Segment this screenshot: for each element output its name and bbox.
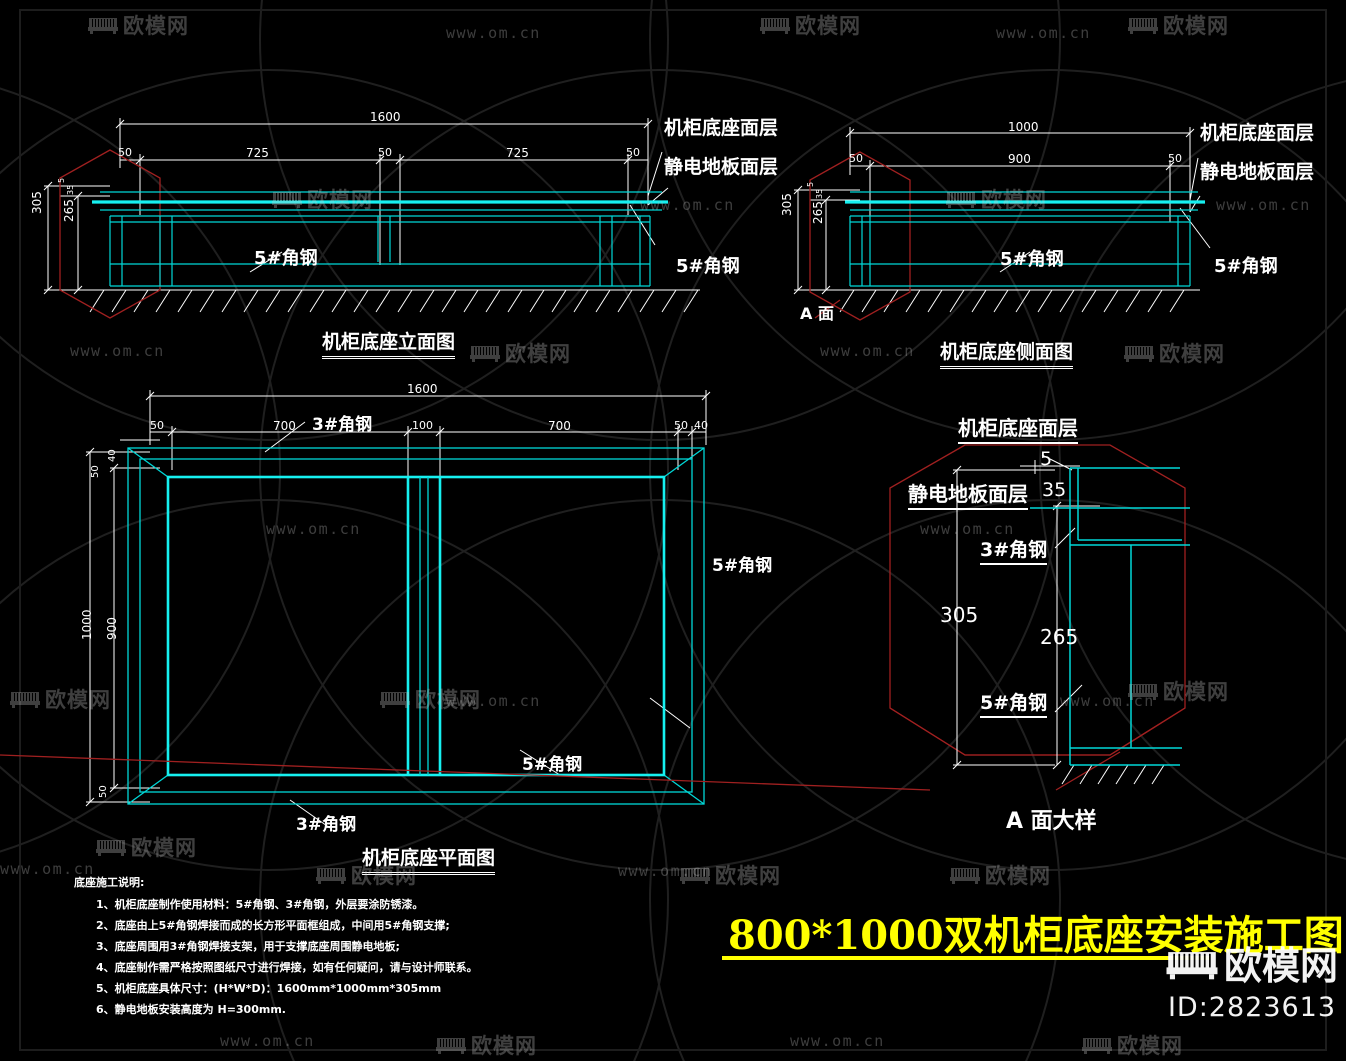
section-marker-a [59, 149, 161, 319]
note-item-2: 2、底座由上5#角钢焊接而成的长方形平面框组成，中间用5#角钢支撑; [96, 919, 450, 932]
elevation-label-angle-steel-5-left: 5#角钢 [254, 248, 318, 269]
elevation-dim-50-b: 50 [378, 146, 392, 159]
detail-dim-5: 5 [1040, 448, 1053, 470]
plan-dim-700-a: 700 [273, 419, 296, 433]
watermark-main-text: 欧模网 [1223, 944, 1338, 988]
side-label-angle-steel-5-right: 5#角钢 [1214, 256, 1278, 277]
drawing-main-title: 800*1000双机柜底座安装施工图 [728, 912, 1344, 959]
plan-view-title: 机柜底座平面图 [362, 843, 496, 875]
note-item-4: 4、底座制作需严格按照图纸尺寸进行焊接，如有任何疑问，请与设计师联系。 [96, 961, 478, 974]
elevation-label-raised-floor-surface: 静电地板面层 [664, 156, 779, 178]
side-view-title: 机柜底座侧面图 [940, 337, 1074, 369]
detail-outline-hexagon [0, 444, 1186, 791]
detail-dim-305: 305 [940, 603, 979, 627]
side-label-cabinet-base-surface: 机柜底座面层 [1200, 122, 1315, 144]
plan-label-angle-steel-5-right: 5#角钢 [712, 556, 773, 576]
note-item-1: 1、机柜底座制作使用材料：5#角钢、3#角钢，外层要涂防锈漆。 [96, 898, 424, 911]
plan-dim-1600: 1600 [407, 382, 438, 396]
side-label-raised-floor-surface: 静电地板面层 [1200, 161, 1315, 183]
detail-label-angle-steel-5: 5#角钢 [980, 688, 1048, 718]
elevation-label-cabinet-base-surface: 机柜底座面层 [664, 117, 779, 139]
note-item-5: 5、机柜底座具体尺寸：(H*W*D)：1600mm*1000mm*305mm [96, 982, 442, 995]
detail-dim-35: 35 [1042, 479, 1067, 501]
side-dim-50-a: 50 [849, 152, 863, 165]
detail-label-angle-steel-3: 3#角钢 [980, 535, 1048, 565]
detail-view-title: A 面大样 [1006, 809, 1097, 834]
elevation-dim-725-a: 725 [246, 146, 269, 160]
section-marker-a-side [809, 151, 911, 321]
side-dim-1000: 1000 [1008, 120, 1039, 134]
elevation-dim-1600: 1600 [370, 110, 401, 124]
plan-label-angle-steel-3-top: 3#角钢 [312, 415, 373, 435]
plan-dim-40-top: 40 [694, 419, 708, 432]
plan-dim-50-a: 50 [150, 419, 164, 432]
side-dim-900: 900 [1008, 152, 1031, 166]
elevation-view-title: 机柜底座立面图 [322, 327, 456, 359]
elevation-dim-50-a: 50 [118, 146, 132, 159]
side-label-angle-steel-5-center: 5#角钢 [1000, 249, 1064, 270]
elevation-dim-725-b: 725 [506, 146, 529, 160]
note-item-3: 3、底座周围用3#角钢焊接支架，用于支撑底座周围静电地板; [96, 940, 400, 953]
detail-label-raised-floor-surface: 静电地板面层 [908, 478, 1028, 510]
plan-dim-50-b: 50 [674, 419, 688, 432]
elevation-label-angle-steel-5-right: 5#角钢 [676, 256, 740, 277]
side-dim-50-b: 50 [1168, 152, 1182, 165]
detail-label-cabinet-base-surface: 机柜底座面层 [958, 412, 1078, 444]
watermark-main-logo: 欧模网 ID:2823613 [1166, 935, 1338, 1023]
elevation-dim-50-c: 50 [626, 146, 640, 159]
detail-dim-265: 265 [1040, 625, 1079, 649]
plan-label-angle-steel-3-bottom: 3#角钢 [296, 815, 357, 835]
plan-dim-700-b: 700 [548, 419, 571, 433]
sofa-icon [1166, 946, 1218, 980]
plan-label-angle-steel-5-inner: 5#角钢 [522, 755, 583, 775]
note-item-6: 6、静电地板安装高度为 H=300mm. [96, 1003, 286, 1016]
watermark-id: ID:2823613 [1167, 992, 1337, 1023]
plan-dim-100: 100 [412, 419, 433, 432]
notes-heading: 底座施工说明: [74, 876, 145, 889]
side-section-label-a: A 面 [800, 304, 834, 323]
